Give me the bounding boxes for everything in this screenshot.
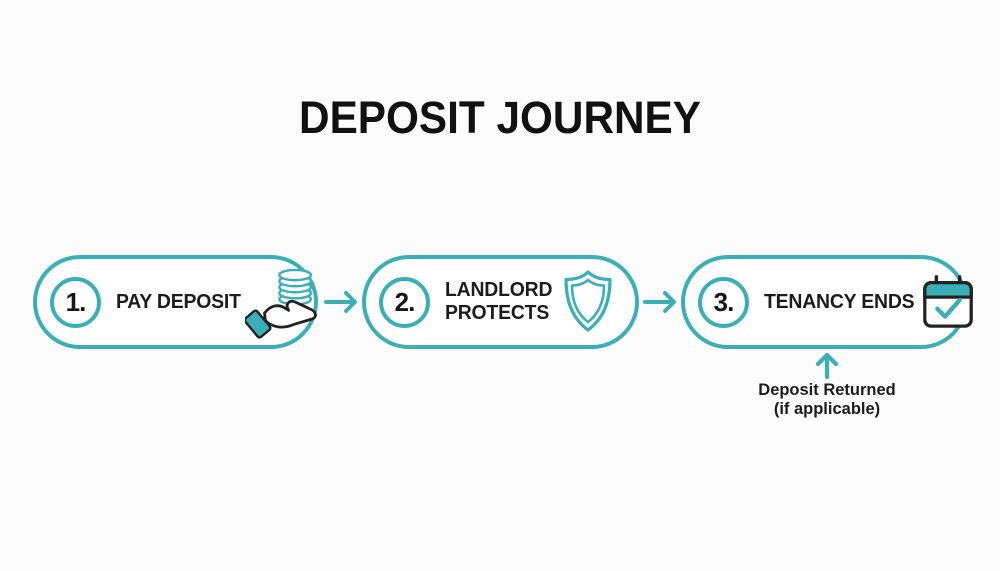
step-2-label-line-2: PROTECTS (445, 302, 550, 324)
right-arrow-icon-1 (323, 288, 361, 316)
page-title: DEPOSIT JOURNEY (299, 92, 701, 143)
step-2-number: 2. (394, 286, 416, 317)
step-1-number-badge: 1. (50, 276, 101, 328)
step-3-label-line-1: TENANCY ENDS (764, 290, 915, 313)
step-tenancy-ends: 3. TENANCY ENDS (681, 255, 973, 349)
step-3-number: 3. (713, 286, 735, 317)
hand-coins-icon (244, 264, 323, 340)
step-landlord-protects: 2. LANDLORD PROTECTS (362, 255, 639, 349)
annotation-line-1: Deposit Returned (758, 380, 896, 399)
shield-icon (557, 269, 619, 335)
step-pay-deposit: 1. PAY DEPOSIT (33, 255, 318, 349)
step-2-label-line-1: LANDLORD (445, 279, 553, 301)
step-1-number: 1. (65, 286, 87, 317)
step-3-label: TENANCY ENDS (764, 290, 915, 314)
step-2-number-badge: 2. (379, 276, 430, 328)
annotation-line-2: (if applicable) (773, 399, 881, 418)
right-arrow-icon-2 (642, 288, 680, 316)
step-3-number-badge: 3. (698, 276, 749, 328)
annotation-deposit-returned: Deposit Returned (if applicable) (740, 380, 915, 418)
step-1-label-line-1: PAY DEPOSIT (116, 290, 241, 313)
step-2-label: LANDLORD PROTECTS (445, 279, 552, 325)
step-1-label: PAY DEPOSIT (116, 291, 241, 314)
up-arrow-icon (813, 351, 841, 380)
calendar-check-icon (919, 272, 977, 332)
